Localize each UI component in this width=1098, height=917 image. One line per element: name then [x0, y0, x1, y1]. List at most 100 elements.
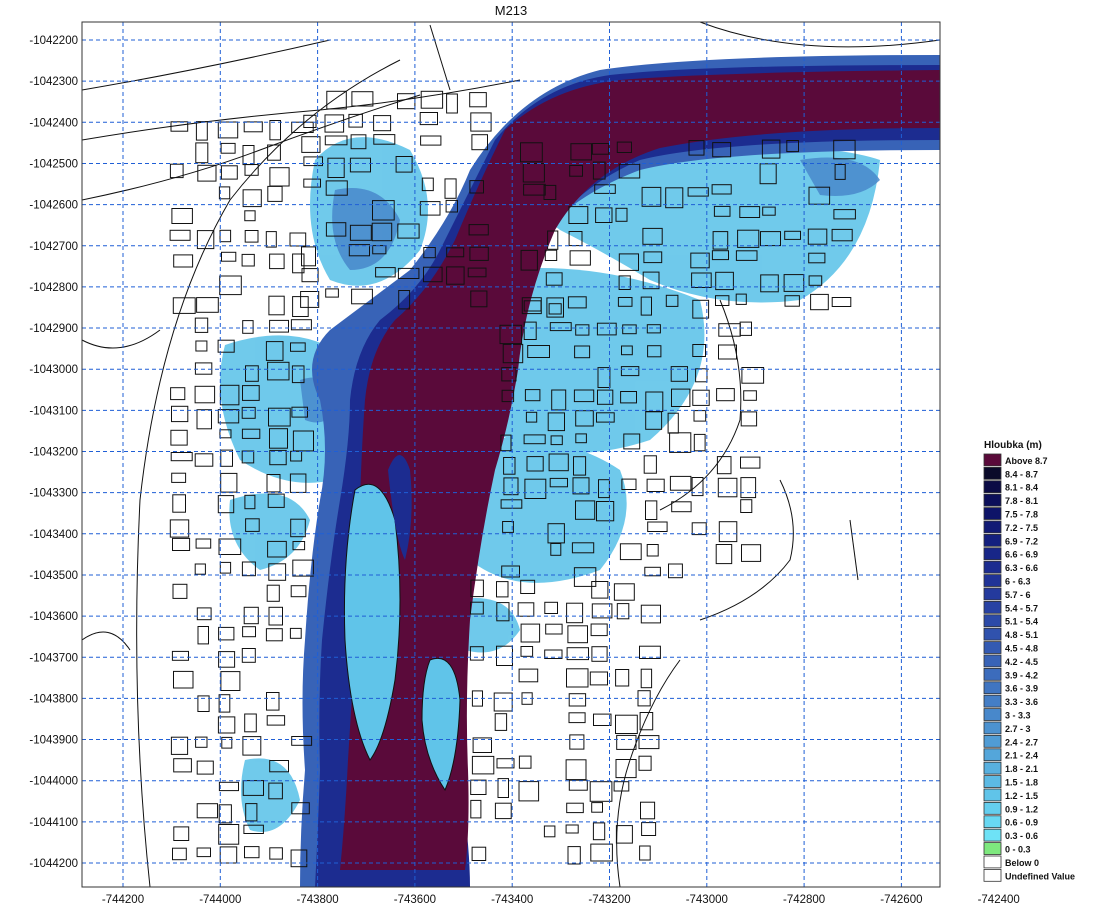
building	[472, 737, 493, 754]
building	[266, 474, 281, 493]
building	[169, 229, 191, 241]
map-plot-area[interactable]	[82, 22, 999, 887]
building	[169, 519, 190, 538]
building	[640, 604, 661, 624]
building	[194, 563, 206, 575]
building	[195, 142, 209, 164]
building	[591, 143, 610, 155]
building	[518, 755, 532, 769]
legend-label: 6.6 - 6.9	[1005, 550, 1038, 560]
x-tick-label: -742400	[978, 894, 1020, 906]
building	[621, 478, 637, 491]
building	[245, 803, 258, 822]
building	[617, 297, 633, 307]
building	[574, 345, 591, 359]
building	[221, 251, 237, 262]
building	[269, 449, 287, 466]
building	[471, 134, 488, 151]
building	[640, 668, 653, 689]
building	[218, 781, 239, 792]
building	[219, 561, 232, 574]
building	[195, 340, 208, 352]
building	[218, 651, 236, 668]
building	[470, 579, 484, 598]
x-tick-label: -743800	[296, 894, 338, 906]
building	[300, 291, 320, 308]
building	[616, 141, 632, 154]
y-tick-label: -1043000	[29, 364, 78, 376]
building-outlines	[169, 90, 856, 868]
x-tick-label: -743000	[686, 894, 728, 906]
building	[647, 345, 662, 358]
building	[397, 223, 420, 239]
legend-swatch	[983, 842, 1002, 855]
building	[267, 540, 287, 558]
building	[592, 822, 606, 841]
building	[290, 319, 312, 331]
building	[545, 623, 563, 635]
building	[268, 295, 285, 316]
building	[494, 713, 508, 731]
y-tick-label: -1042800	[29, 282, 78, 294]
building	[218, 804, 232, 824]
building	[290, 518, 306, 538]
building	[591, 802, 604, 813]
building	[291, 406, 308, 418]
building	[643, 455, 657, 474]
building	[740, 477, 757, 499]
building	[301, 136, 321, 153]
y-tick-label: -1042400	[29, 117, 78, 129]
legend-label: 3 - 3.3	[1005, 711, 1031, 721]
legend-swatch	[983, 735, 1002, 748]
building	[639, 845, 651, 861]
building	[217, 495, 235, 514]
building	[566, 668, 589, 688]
building	[196, 803, 218, 819]
legend-label: Above 8.7	[1005, 456, 1048, 466]
building	[220, 671, 241, 691]
building	[595, 207, 613, 223]
building	[325, 180, 348, 196]
building	[619, 543, 642, 561]
legend-swatch	[983, 641, 1002, 654]
building	[566, 647, 589, 661]
building	[196, 409, 212, 430]
y-tick-label: -1043400	[29, 529, 78, 541]
y-tick-label: -1043600	[29, 611, 78, 623]
legend-swatch	[983, 547, 1002, 561]
building	[265, 341, 284, 361]
building	[620, 366, 640, 377]
building	[269, 319, 290, 333]
building	[741, 544, 762, 562]
legend-swatch	[983, 869, 1002, 882]
building	[269, 760, 290, 773]
y-tick-label: -1044100	[29, 817, 78, 829]
legend-swatch	[983, 761, 1002, 775]
building	[269, 428, 288, 449]
x-tick-label: -743200	[588, 894, 630, 906]
building	[618, 253, 639, 271]
building	[496, 581, 509, 598]
building	[575, 324, 590, 336]
building	[348, 113, 363, 128]
x-tick-label: -744000	[199, 894, 241, 906]
building	[618, 275, 631, 290]
building	[740, 411, 758, 427]
building	[501, 367, 517, 382]
building	[468, 224, 489, 236]
legend-label: Undefined Value	[1005, 871, 1075, 881]
building	[218, 824, 240, 845]
building	[373, 115, 392, 132]
building	[646, 324, 661, 334]
building	[833, 139, 856, 160]
y-tick-label: -1043200	[29, 447, 78, 459]
building	[266, 584, 280, 602]
building	[395, 156, 413, 173]
legend-label: 3.6 - 3.9	[1005, 684, 1038, 694]
building	[172, 847, 187, 861]
building	[575, 433, 587, 444]
building	[591, 646, 608, 662]
building	[523, 183, 546, 196]
building	[241, 648, 256, 663]
